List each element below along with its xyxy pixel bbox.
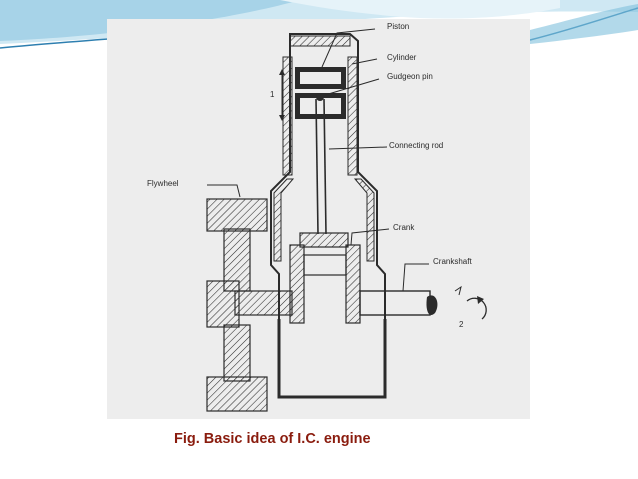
- cylinder-body: [270, 33, 387, 399]
- crank: [289, 232, 361, 324]
- flywheel-web-bottom: [223, 324, 251, 382]
- leader-connecting-rod: [328, 146, 388, 150]
- flywheel-rim-bottom: [206, 376, 268, 412]
- label-crank: Crank: [393, 223, 415, 232]
- label-connecting-rod: Connecting rod: [389, 141, 444, 150]
- label-rotation-marker: 2: [459, 320, 464, 329]
- crank-pin-block: [299, 232, 349, 248]
- flywheel: [206, 198, 268, 412]
- gudgeon-pin: [316, 93, 324, 101]
- wave-right-fill: [530, 4, 638, 44]
- cylinder-head: [289, 35, 351, 47]
- leader-piston: [321, 28, 376, 68]
- figure-caption: Fig. Basic idea of I.C. engine: [174, 431, 371, 447]
- label-cylinder: Cylinder: [387, 53, 417, 62]
- crankcase-sump: [277, 319, 387, 399]
- engine-diagram: Piston Cylinder Gudgeon pin 1 Connecting…: [107, 19, 530, 419]
- crankshaft-right: [359, 290, 431, 316]
- piston: [295, 67, 346, 119]
- circular-arrow-icon: [454, 285, 487, 320]
- leader-lines: [207, 28, 429, 292]
- flywheel-hub: [206, 280, 240, 328]
- connecting-rod: [315, 98, 327, 235]
- label-gudgeon-pin: Gudgeon pin: [387, 72, 433, 81]
- leader-crankshaft: [402, 263, 429, 292]
- wave-top-right-swoosh: [280, 0, 560, 19]
- crank-web-right: [345, 244, 361, 324]
- crankshaft-left: [234, 290, 293, 316]
- piston-upper-inner: [300, 72, 341, 84]
- label-stroke-marker: 1: [270, 90, 275, 99]
- double-arrow-icon: [279, 69, 285, 121]
- flywheel-rim-top: [206, 198, 268, 232]
- label-crankshaft: Crankshaft: [433, 257, 472, 266]
- label-flywheel: Flywheel: [147, 179, 179, 188]
- piston-lower-inner: [300, 98, 341, 114]
- crankshaft: [234, 290, 438, 316]
- leader-flywheel: [207, 184, 241, 198]
- cylinder-wall-right: [347, 56, 358, 176]
- engine-diagram-drawing: [206, 28, 487, 412]
- label-piston: Piston: [387, 22, 410, 31]
- crank-counterweight: [303, 254, 347, 276]
- leader-gudgeon-pin: [324, 78, 380, 96]
- crankshaft-end: [426, 295, 438, 316]
- crankcase-wall-right: [353, 178, 375, 262]
- crank-web-left: [289, 244, 305, 324]
- leader-crank: [350, 228, 390, 246]
- leader-cylinder: [351, 58, 378, 65]
- crankcase-wall-left: [273, 178, 295, 262]
